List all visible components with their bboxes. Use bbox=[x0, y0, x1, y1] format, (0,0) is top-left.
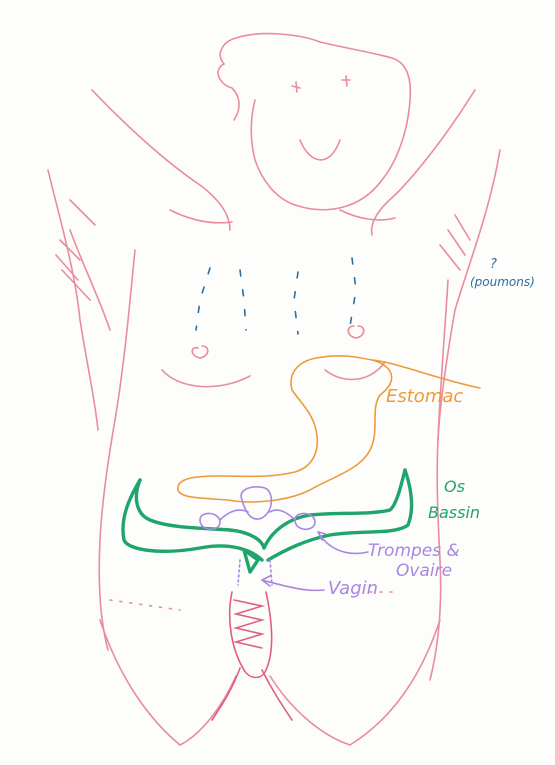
pelvis-left-wing bbox=[123, 480, 262, 560]
arm-left-upper bbox=[92, 90, 230, 230]
uterus bbox=[241, 487, 271, 519]
arm-right-hatch bbox=[440, 215, 470, 270]
eye-left bbox=[292, 82, 300, 92]
vagina-label: Vagin bbox=[328, 578, 378, 599]
breast-right bbox=[325, 362, 385, 379]
hip-left bbox=[100, 620, 180, 745]
hairline bbox=[218, 64, 239, 120]
lungs-label: (poumons) bbox=[470, 275, 535, 289]
vulva-outline bbox=[230, 592, 272, 678]
tubes-label-line2: Ovaire bbox=[396, 561, 452, 581]
fallopian-tube-left bbox=[220, 510, 248, 520]
annotations: ? (poumons) Estomac Os Bassin Trompes & … bbox=[328, 257, 535, 599]
lungs-question-label: ? bbox=[490, 257, 497, 272]
smile bbox=[300, 140, 340, 160]
vulva-zigzag bbox=[234, 600, 262, 648]
vulva bbox=[212, 592, 292, 720]
head-outline bbox=[220, 34, 410, 210]
fallopian-tube-right bbox=[270, 510, 295, 520]
thigh-line-right bbox=[270, 676, 350, 745]
reproductive-organs bbox=[200, 487, 368, 591]
hip-right bbox=[350, 620, 440, 745]
shoulder-left bbox=[170, 210, 232, 223]
torso-left-side bbox=[99, 250, 135, 650]
thigh-line-left bbox=[180, 676, 236, 745]
lung-left bbox=[196, 268, 246, 330]
pelvis-right-crest bbox=[264, 470, 405, 548]
breast-left bbox=[162, 370, 250, 387]
labia-lower bbox=[212, 668, 292, 720]
arm-left-hatch bbox=[56, 200, 95, 300]
pelvis-label-line2: Bassin bbox=[428, 503, 480, 522]
lung-right bbox=[294, 258, 356, 334]
nipple-left bbox=[192, 346, 208, 358]
ovary-left bbox=[200, 513, 220, 529]
stomach-shape bbox=[178, 356, 480, 502]
stomach-label: Estomac bbox=[386, 386, 463, 407]
eye-right bbox=[342, 76, 350, 86]
nipple-right bbox=[348, 326, 364, 338]
lungs bbox=[196, 258, 356, 334]
pelvis-label-line1: Os bbox=[444, 477, 465, 496]
tubes-label-line1: Trompes & bbox=[368, 541, 460, 561]
shoulder-right bbox=[340, 210, 395, 220]
arm-left-inner bbox=[70, 230, 110, 330]
arm-right-upper bbox=[372, 90, 475, 235]
